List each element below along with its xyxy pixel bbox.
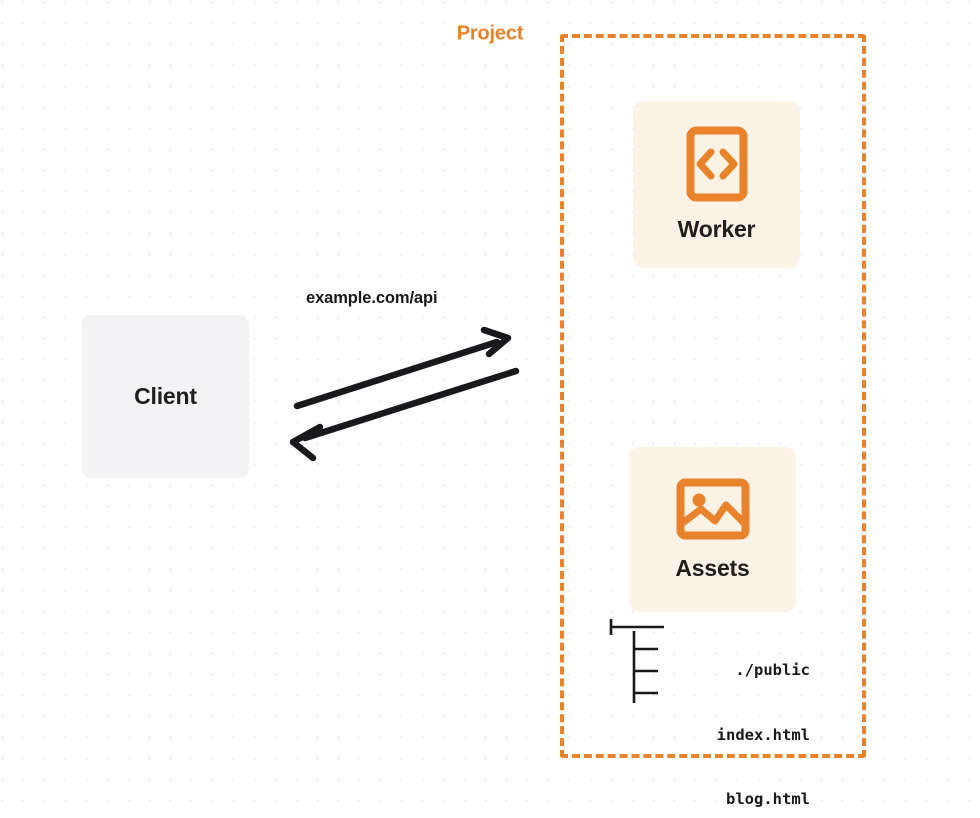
response-arrow (289, 367, 520, 462)
request-arrow (293, 326, 512, 410)
tree-row-blog-html: blog.html (726, 790, 810, 808)
image-icon (676, 478, 749, 540)
connection-label: example.com/api (306, 289, 438, 307)
project-title: Project (449, 22, 531, 46)
code-icon (686, 126, 747, 202)
tree-row-index-html: index.html (716, 725, 810, 744)
worker-card: Worker (633, 101, 800, 268)
project-container (560, 34, 866, 758)
assets-card: Assets (629, 447, 796, 612)
worker-label: Worker (677, 216, 756, 242)
file-tree: ./public index.html blog.html contact.ht… (600, 617, 810, 818)
client-node: Client (82, 315, 249, 478)
tree-row-public: ./public (735, 661, 810, 679)
client-label: Client (134, 383, 197, 409)
file-tree-connectors (609, 619, 664, 703)
assets-label: Assets (675, 555, 750, 581)
